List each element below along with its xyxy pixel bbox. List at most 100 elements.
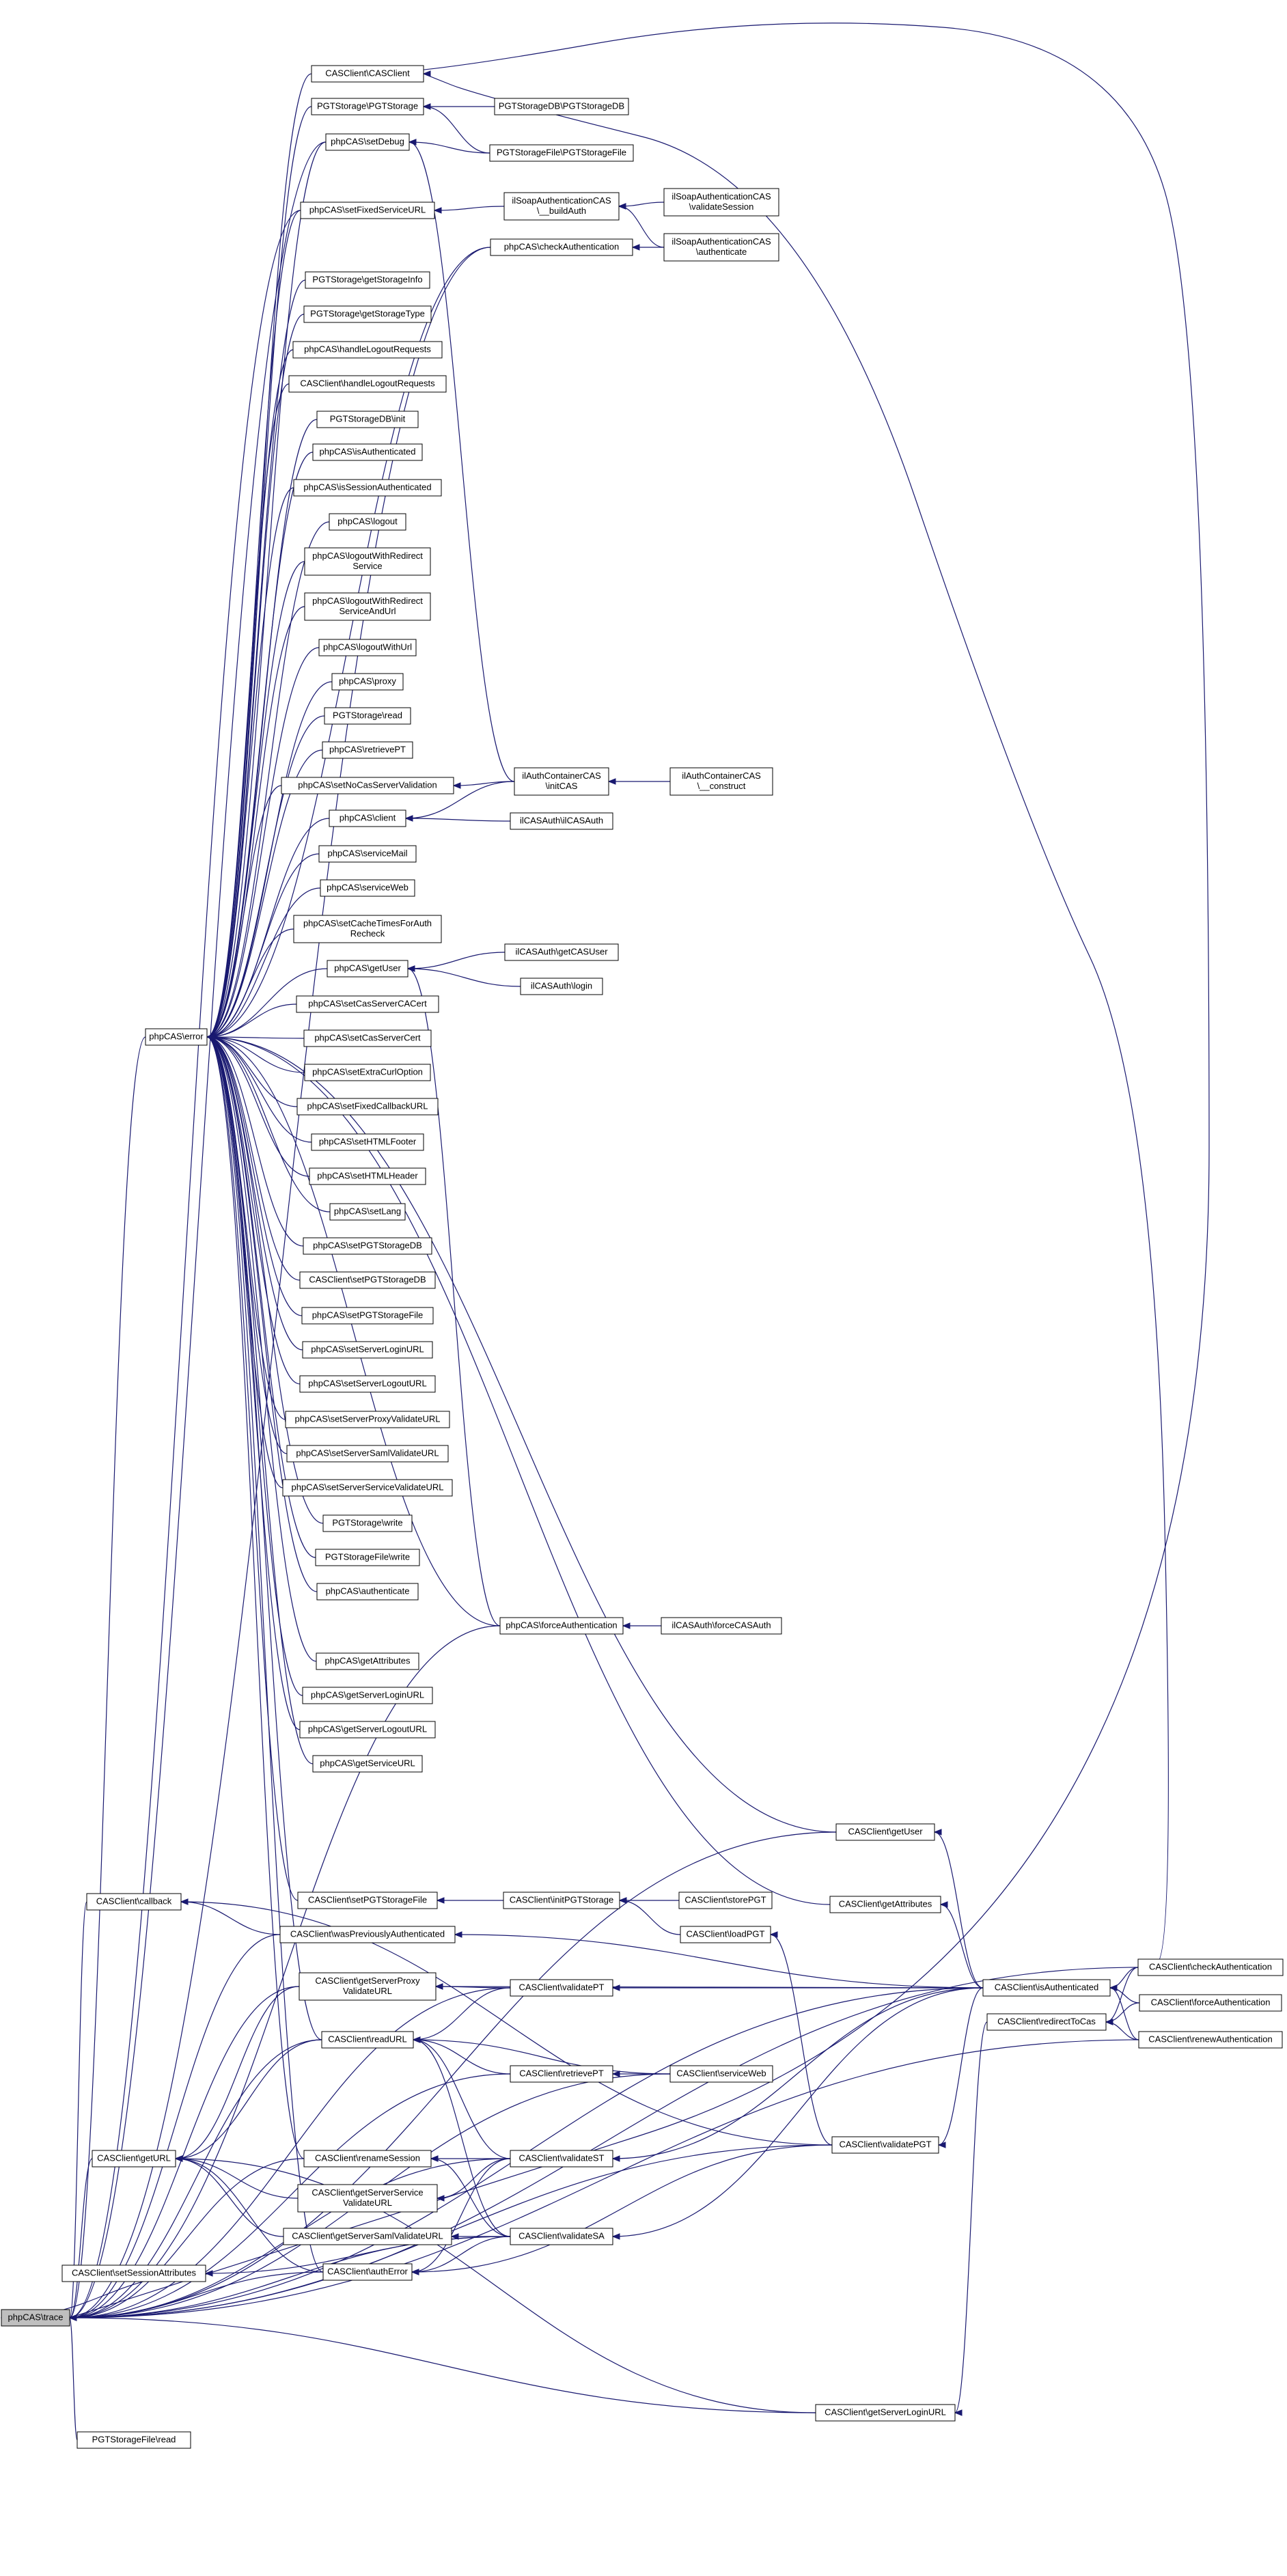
node-phpcas-proxy[interactable]: phpCAS\proxy — [331, 673, 404, 691]
node-casclient-loadpgt[interactable]: CASClient\loadPGT — [680, 1926, 771, 1943]
node-casclient-setpgtstoragefile[interactable]: CASClient\setPGTStorageFile — [297, 1892, 438, 1909]
node-phpcas-logout[interactable]: phpCAS\logout — [329, 513, 406, 531]
node-pgtstorage-getstoragetype[interactable]: PGTStorage\getStorageType — [303, 305, 432, 323]
node-casclient-forceauthentication[interactable]: CASClient\forceAuthentication — [1139, 1994, 1282, 2012]
node-ilauthcontainercas-initcas[interactable]: ilAuthContainerCAS\initCAS — [514, 767, 609, 796]
node-phpcas-getattributes[interactable]: phpCAS\getAttributes — [316, 1652, 419, 1670]
node-casclient-getuser[interactable]: CASClient\getUser — [835, 1823, 935, 1841]
node-ilauthcontainercas-construct[interactable]: ilAuthContainerCAS\__construct — [669, 767, 773, 796]
node-ilcasauth-ilcasauth[interactable]: ilCASAuth\ilCASAuth — [510, 812, 613, 830]
node-ilcasauth-getcasuser[interactable]: ilCASAuth\getCASUser — [504, 943, 619, 961]
node-casclient-setsessionattributes[interactable]: CASClient\setSessionAttributes — [61, 2265, 206, 2282]
node-casclient-storepgt[interactable]: CASClient\storePGT — [678, 1892, 773, 1909]
node-casclient-validatept[interactable]: CASClient\validatePT — [510, 1979, 613, 1997]
node-phpcas-forceauthentication[interactable]: phpCAS\forceAuthentication — [499, 1617, 624, 1635]
node-phpcas-getserviceurl[interactable]: phpCAS\getServiceURL — [312, 1755, 423, 1773]
node-phpcas-setpgtstoragefile[interactable]: phpCAS\setPGTStorageFile — [301, 1307, 434, 1325]
arrowhead — [622, 1622, 631, 1629]
node-casclient-redirecttocas[interactable]: CASClient\redirectToCas — [986, 2013, 1107, 2031]
node-casclient-renewauthentication[interactable]: CASClient\renewAuthentication — [1138, 2031, 1283, 2049]
node-ilcasauth-forcecasauth[interactable]: ilCASAuth\forceCASAuth — [661, 1617, 782, 1635]
node-phpcas-setfixedserviceurl[interactable]: phpCAS\setFixedServiceURL — [300, 202, 435, 219]
node-phpcas-servicemail[interactable]: phpCAS\serviceMail — [318, 845, 417, 863]
node-pgtstorage-pgtstorage[interactable]: PGTStorage\PGTStorage — [311, 98, 424, 115]
arrowhead — [434, 1983, 443, 1990]
node-phpcas-trace[interactable]: phpCAS\trace — [1, 2309, 70, 2327]
node-phpcas-setcasservercacert[interactable]: phpCAS\setCasServerCACert — [296, 995, 439, 1013]
node-casclient-serviceweb[interactable]: CASClient\serviceWeb — [669, 2065, 773, 2083]
node-casclient-validatepgt[interactable]: CASClient\validatePGT — [831, 2136, 939, 2154]
node-casclient-retrievept[interactable]: CASClient\retrievePT — [510, 2065, 613, 2083]
node-phpcas-getserverlogouturl[interactable]: phpCAS\getServerLogoutURL — [299, 1721, 436, 1739]
node-casclient-waspreviouslyauthenticated[interactable]: CASClient\wasPreviouslyAuthenticated — [279, 1926, 456, 1943]
node-phpcas-authenticate[interactable]: phpCAS\authenticate — [316, 1583, 419, 1601]
node-phpcas-isauthenticated[interactable]: phpCAS\isAuthenticated — [312, 443, 423, 461]
node-pgtstoragedb-init[interactable]: PGTStorageDB\init — [316, 411, 419, 428]
node-casclient-autherror[interactable]: CASClient\authError — [322, 2263, 413, 2281]
node-pgtstoragefile-write[interactable]: PGTStorageFile\write — [315, 1549, 420, 1566]
node-phpcas-serviceweb[interactable]: phpCAS\serviceWeb — [320, 879, 415, 897]
node-phpcas-setserverlogouturl[interactable]: phpCAS\setServerLogoutURL — [299, 1375, 436, 1393]
node-phpcas-setpgtstoragedb[interactable]: phpCAS\setPGTStorageDB — [303, 1237, 432, 1255]
node-phpcas-client[interactable]: phpCAS\client — [329, 809, 406, 827]
node-phpcas-setserverloginurl[interactable]: phpCAS\setServerLoginURL — [302, 1341, 433, 1359]
node-phpcas-setserverproxyvalidateurl[interactable]: phpCAS\setServerProxyValidateURL — [285, 1411, 450, 1428]
node-label: phpCAS\handleLogoutRequests — [304, 344, 431, 354]
node-label: PGTStorage\read — [333, 710, 402, 720]
node-pgtstoragefile-read[interactable]: PGTStorageFile\read — [77, 2431, 191, 2449]
node-casclient-getserversamlvalidateurl[interactable]: CASClient\getServerSamlValidateURL — [283, 2228, 452, 2245]
node-phpcas-setserversamlvalidateurl[interactable]: phpCAS\setServerSamlValidateURL — [286, 1445, 449, 1463]
node-phpcas-issessionauthenticated[interactable]: phpCAS\isSessionAuthenticated — [293, 479, 442, 497]
node-phpcas-checkauthentication[interactable]: phpCAS\checkAuthentication — [490, 238, 633, 256]
node-phpcas-sethtmlfooter[interactable]: phpCAS\setHTMLFooter — [311, 1133, 424, 1151]
node-casclient-geturl[interactable]: CASClient\getURL — [92, 2150, 176, 2168]
node-phpcas-setfixedcallbackurl[interactable]: phpCAS\setFixedCallbackURL — [296, 1098, 439, 1116]
node-casclient-validatesa[interactable]: CASClient\validateSA — [510, 2228, 613, 2245]
edge-line — [1105, 1967, 1139, 2023]
node-casclient-getattributes[interactable]: CASClient\getAttributes — [829, 1896, 941, 1913]
node-phpcas-logoutwithurl[interactable]: phpCAS\logoutWithUrl — [318, 639, 417, 656]
node-casclient-isauthenticated[interactable]: CASClient\isAuthenticated — [982, 1979, 1111, 1997]
node-casclient-setpgtstoragedb[interactable]: CASClient\setPGTStorageDB — [299, 1271, 436, 1289]
edge-line — [175, 2158, 299, 2199]
node-phpcas-setcasservercert[interactable]: phpCAS\setCasServerCert — [303, 1029, 432, 1047]
node-ilsoapauthenticationcas-buildauth[interactable]: ilSoapAuthenticationCAS\__buildAuth — [503, 192, 620, 221]
edge-c_isauth-to-c_validatest — [611, 1987, 984, 2162]
node-ilsoapauthenticationcas-authenticate[interactable]: ilSoapAuthenticationCAS\authenticate — [663, 233, 779, 262]
node-phpcas-setdebug[interactable]: phpCAS\setDebug — [325, 133, 410, 151]
node-ilsoapauthenticationcas-validatesession[interactable]: ilSoapAuthenticationCAS\validateSession — [663, 188, 779, 217]
node-phpcas-getserverloginurl[interactable]: phpCAS\getServerLoginURL — [302, 1687, 433, 1704]
node-casclient-callback[interactable]: CASClient\callback — [86, 1893, 182, 1911]
node-phpcas-retrievept[interactable]: phpCAS\retrievePT — [322, 741, 413, 759]
node-phpcas-error[interactable]: phpCAS\error — [145, 1028, 208, 1046]
node-casclient-validatest[interactable]: CASClient\validateST — [510, 2150, 613, 2168]
node-pgtstoragefile-pgtstoragefile[interactable]: PGTStorageFile\PGTStorageFile — [489, 144, 634, 162]
node-casclient-handlelogoutrequests[interactable]: CASClient\handleLogoutRequests — [288, 375, 447, 393]
edge-setlang-to-error — [206, 1034, 331, 1213]
node-phpcas-setserverservicevalidateurl[interactable]: phpCAS\setServerServiceValidateURL — [282, 1479, 453, 1497]
node-ilcasauth-login[interactable]: ilCASAuth\login — [520, 978, 603, 995]
node-phpcas-setlang[interactable]: phpCAS\setLang — [329, 1203, 406, 1221]
node-pgtstoragedb-pgtstoragedb[interactable]: PGTStorageDB\PGTStorageDB — [494, 98, 629, 115]
node-phpcas-getuser[interactable]: phpCAS\getUser — [327, 960, 409, 978]
node-casclient-initpgtstorage[interactable]: CASClient\initPGTStorage — [503, 1892, 620, 1909]
node-phpcas-sethtmlheader[interactable]: phpCAS\setHTMLHeader — [309, 1167, 426, 1185]
edge-c_wasprev-to-c_callback — [180, 1898, 281, 1935]
node-casclient-getserverloginurl[interactable]: CASClient\getServerLoginURL — [815, 2404, 956, 2422]
node-label: PGTStorageFile\PGTStorageFile — [497, 147, 626, 157]
node-casclient-checkauthentication[interactable]: CASClient\checkAuthentication — [1137, 1958, 1284, 1976]
node-pgtstorage-write[interactable]: PGTStorage\write — [322, 1514, 413, 1532]
node-phpcas-setextracurloption[interactable]: phpCAS\setExtraCurlOption — [304, 1064, 431, 1081]
node-casclient-renamesession[interactable]: CASClient\renameSession — [303, 2150, 432, 2168]
node-phpcas-setnocasservervalidation[interactable]: phpCAS\setNoCasServerValidation — [281, 777, 454, 794]
node-pgtstorage-read[interactable]: PGTStorage\read — [324, 707, 411, 725]
node-pgtstorage-getstorageinfo[interactable]: PGTStorage\getStorageInfo — [305, 271, 430, 289]
node-casclient-casclient[interactable]: CASClient\CASClient — [311, 65, 424, 83]
node-casclient-readurl[interactable]: CASClient\readURL — [321, 2031, 414, 2049]
node-phpcas-handlelogoutrequests[interactable]: phpCAS\handleLogoutRequests — [292, 341, 443, 359]
